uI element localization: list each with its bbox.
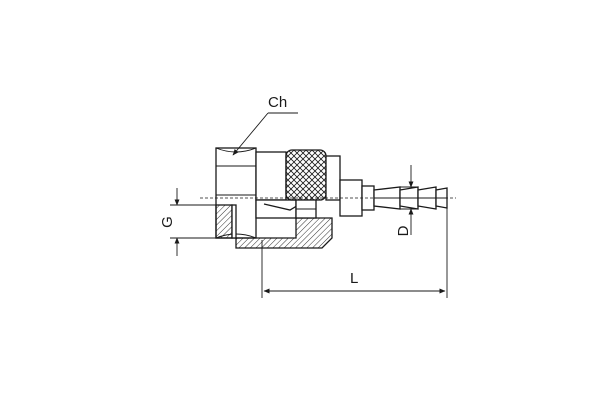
thread-dimension	[170, 188, 216, 256]
thread-size-label: G	[159, 216, 176, 228]
coupling-body	[235, 151, 333, 249]
hose-diameter-label: D	[395, 225, 412, 236]
knurled-sleeve	[285, 149, 341, 201]
hex-leader	[232, 112, 298, 156]
hose-barb	[361, 185, 448, 211]
length-label: L	[350, 270, 358, 287]
hose-diameter-dimension	[400, 165, 418, 235]
hex-size-label: Ch	[268, 94, 287, 111]
length-dimension	[261, 208, 448, 298]
threaded-bore-section	[215, 204, 237, 239]
